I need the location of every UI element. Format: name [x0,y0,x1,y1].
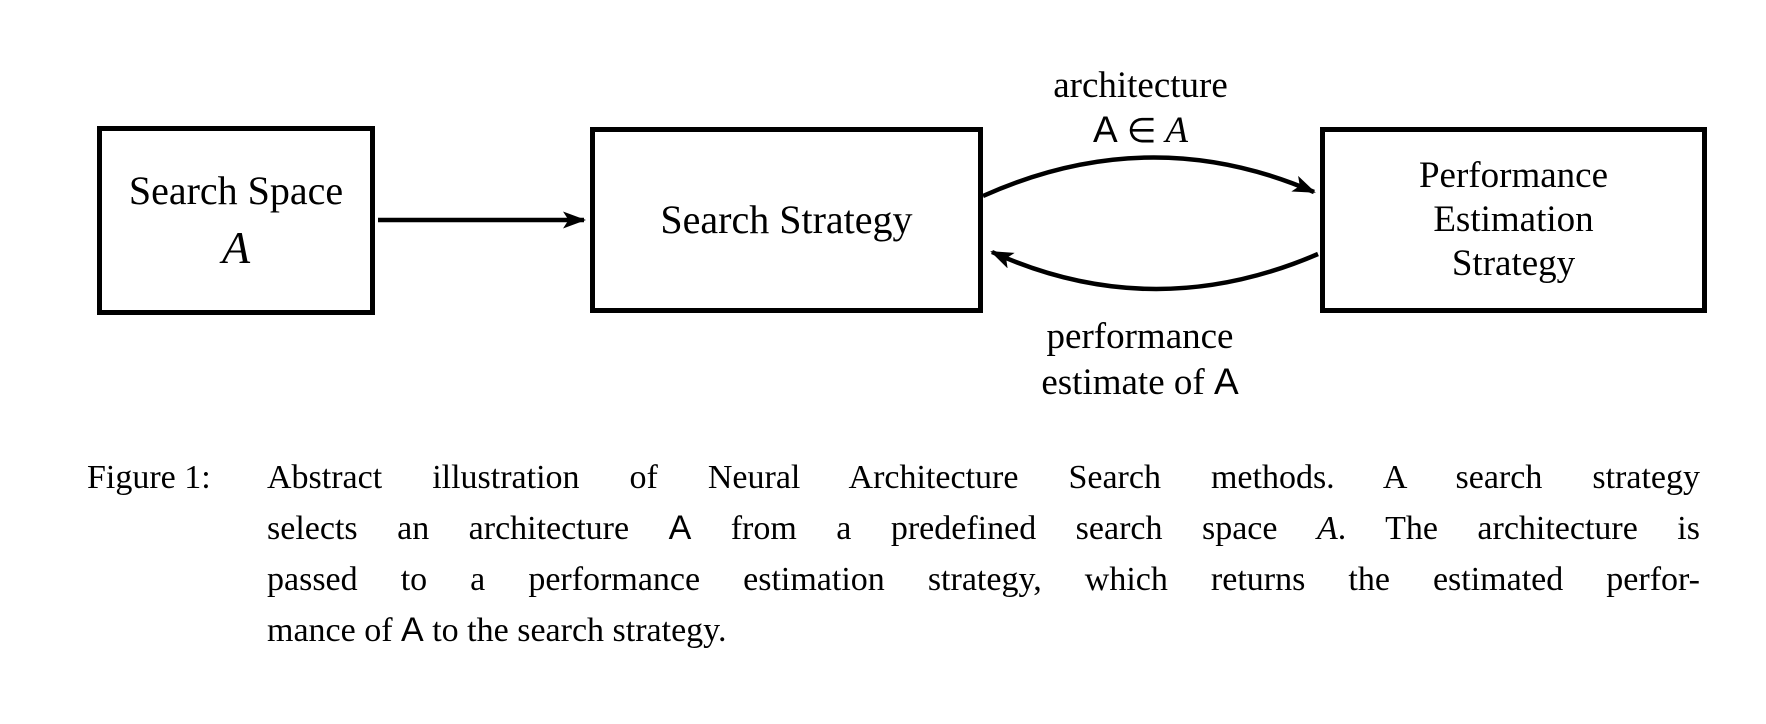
performance-estimate-edge-label: performance estimate of A [955,314,1325,405]
performance-estimation-strategy-box: Performance Estimation Strategy [1320,127,1707,313]
caption-line: passed to a performance estimation strat… [267,554,1700,605]
caption-text: to the search strategy. [423,612,727,649]
search-space-label: Search Space [128,167,344,213]
caption-text: mance of [267,612,402,649]
performance-estimation-label-line2: Estimation [1433,199,1594,240]
figure-caption-number: Figure 1: [87,459,211,496]
caption-text: Abstract illustration of Neural Architec… [267,459,1700,496]
caption-text: . The architecture is [1337,510,1700,547]
architecture-edge-label: architecture A∈A [968,64,1313,153]
sans-A-symbol: A [401,611,424,649]
search-strategy-box: Search Strategy [590,127,983,313]
search-space-box: Search Space A [97,126,375,315]
caption-line: mance of A to the search strategy. [267,605,1700,656]
sans-A-symbol: A [1093,109,1118,150]
script-A-symbol: A [1165,110,1188,151]
caption-text: selects an architecture [267,510,669,547]
sans-A-symbol: A [668,509,692,547]
arrow-architecture-to-performance-estimation [982,155,1316,199]
performance-estimation-label-line3: Strategy [1451,243,1576,284]
architecture-edge-label-word: architecture [1053,65,1228,106]
caption-line: selects an architecture A from a predefi… [267,503,1700,554]
performance-edge-label-word: performance [1046,316,1234,357]
search-space-script-A-symbol: A [221,221,251,273]
performance-estimation-label-line1: Performance [1418,155,1608,196]
arrow-performance-estimate-to-search-strategy [990,249,1319,292]
search-strategy-label: Search Strategy [660,197,913,242]
caption-lines: Abstract illustration of Neural Architec… [267,452,1700,656]
caption-line: Abstract illustration of Neural Architec… [267,452,1700,503]
performance-edge-label-line2: estimate of A [955,359,1325,405]
caption-text: from a predefined search space [691,510,1317,547]
sans-A-symbol: A [1213,361,1239,402]
element-of-symbol: ∈ [1126,111,1157,151]
caption-text: passed to a performance estimation strat… [267,561,1700,598]
architecture-edge-label-formula: A∈A [968,108,1313,153]
estimate-of-text: estimate of [1041,362,1214,403]
script-A-symbol: A [1316,510,1338,547]
